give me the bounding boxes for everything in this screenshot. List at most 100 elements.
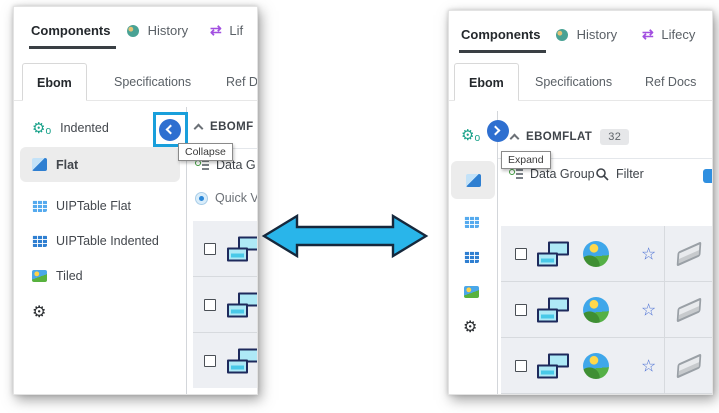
- tab-specifications[interactable]: Specifications: [114, 75, 192, 89]
- tab-ref-docs[interactable]: Ref Docs: [645, 75, 697, 89]
- tab-label: Components: [461, 27, 541, 43]
- column-divider: [664, 226, 665, 394]
- table-row[interactable]: ☆: [501, 282, 712, 338]
- part-windows-icon: [227, 292, 257, 317]
- sidebar-item-label: Indented: [60, 121, 109, 135]
- table-row[interactable]: [193, 221, 257, 277]
- grid-rows: ☆ ☆: [501, 226, 712, 394]
- tab-label: Lif: [229, 23, 244, 39]
- favorite-star-icon[interactable]: ☆: [641, 356, 657, 375]
- double-arrow: [261, 213, 429, 259]
- sidebar-item-flat[interactable]: Flat: [20, 147, 180, 182]
- history-icon: [127, 24, 139, 37]
- table-row[interactable]: ☆: [501, 338, 712, 394]
- favorite-star-icon[interactable]: ☆: [641, 300, 657, 319]
- separator: [498, 158, 712, 159]
- search-icon: [596, 168, 609, 181]
- toolbar-label: Quick V: [215, 191, 258, 205]
- row-checkbox[interactable]: [204, 354, 216, 367]
- image-icon: [464, 286, 479, 298]
- part-windows-icon: [537, 297, 569, 322]
- gears-icon: ⚙ₒ: [461, 126, 481, 144]
- annotation-highlight-box: [153, 112, 188, 147]
- grid-header: EBOMFLAT 32: [509, 129, 630, 145]
- tab-ref-docs[interactable]: Ref Do: [226, 75, 258, 89]
- table-icon: [32, 235, 47, 247]
- grid-header: EBOMF: [193, 121, 254, 134]
- eraser-icon: [676, 296, 702, 323]
- row-checkbox[interactable]: [515, 303, 527, 316]
- chevron-right-icon: [490, 125, 501, 136]
- tab-lifecycle[interactable]: ⇄ Lif: [210, 22, 243, 39]
- thumbnail-image-icon: [583, 352, 609, 379]
- tab-label: History: [576, 27, 618, 43]
- sidebar-item-label: UIPTable Flat: [56, 199, 132, 213]
- tab-history[interactable]: History: [127, 22, 188, 38]
- part-windows-icon: [537, 353, 569, 378]
- tab-baseline: [14, 100, 257, 101]
- filter-button[interactable]: Filter: [595, 167, 644, 181]
- lifecycle-icon: ⇄: [642, 26, 654, 43]
- sidebar-item-uiptable-flat[interactable]: UIPTable Flat: [28, 193, 178, 219]
- grid-title: EBOMFLAT: [526, 131, 593, 143]
- sidebar-item-uiptable-indented[interactable]: [464, 245, 490, 269]
- panel-expanded: Components History ⇄ Lif Ebom Specificat…: [13, 6, 258, 395]
- gears-icon: ⚙ₒ: [32, 119, 52, 137]
- chevron-up-icon[interactable]: [193, 123, 204, 134]
- tab-components[interactable]: Components: [29, 22, 117, 49]
- row-checkbox[interactable]: [204, 242, 216, 255]
- active-tab-underline: [459, 50, 547, 53]
- toolbar-icon-clipped[interactable]: [703, 169, 712, 183]
- lifecycle-icon: ⇄: [210, 22, 222, 39]
- sidebar-item-tiled[interactable]: Tiled: [28, 263, 178, 289]
- active-tab-underline: [29, 46, 117, 49]
- tab-specifications[interactable]: Specifications: [535, 75, 613, 89]
- table-row[interactable]: ☆: [501, 226, 712, 282]
- collapse-sidebar-button[interactable]: [159, 119, 181, 141]
- sidebar-divider: [497, 111, 498, 394]
- tab-label: Lifecy: [661, 27, 696, 43]
- data-group-button[interactable]: Data Group: [509, 167, 595, 181]
- chevron-up-icon[interactable]: [509, 133, 520, 144]
- sub-tab-bar: Ebom Specifications Ref Do: [14, 63, 257, 101]
- toolbar-label: Data G: [216, 158, 256, 172]
- quick-view-option[interactable]: Quick V: [195, 191, 258, 205]
- flat-view-icon: [32, 158, 47, 171]
- table-icon: [464, 216, 479, 228]
- toolbar-label: Filter: [616, 167, 644, 181]
- sidebar-item-indented[interactable]: ⚙ₒ Indented: [28, 115, 178, 141]
- sidebar-item-indented[interactable]: ⚙ₒ: [461, 123, 487, 147]
- tab-label: History: [147, 23, 189, 39]
- sidebar-settings-button[interactable]: ⚙: [28, 300, 68, 326]
- sidebar-item-label: Tiled: [56, 269, 83, 283]
- flat-view-icon: [465, 173, 481, 187]
- row-checkbox[interactable]: [515, 359, 527, 372]
- row-count-badge: 32: [600, 129, 630, 145]
- history-icon: [556, 28, 568, 41]
- sidebar-item-uiptable-indented[interactable]: UIPTable Indented: [28, 228, 188, 254]
- grid-rows: [193, 221, 257, 388]
- tab-lifecycle[interactable]: ⇄ Lifecy: [642, 26, 695, 43]
- sidebar-settings-button[interactable]: ⚙: [463, 316, 489, 340]
- title-tab-bar: Components History ⇄ Lif: [14, 19, 257, 53]
- sidebar-item-uiptable-flat[interactable]: [464, 210, 490, 234]
- sidebar-item-flat[interactable]: [451, 161, 495, 199]
- title-tab-bar: Components History ⇄ Lifecy: [449, 23, 712, 57]
- favorite-star-icon[interactable]: ☆: [641, 244, 657, 263]
- radio-icon: [195, 191, 208, 205]
- part-windows-icon: [227, 236, 257, 261]
- panel-collapsed: Components History ⇄ Lifecy Ebom Specifi…: [448, 10, 713, 395]
- tab-label: Components: [31, 23, 111, 39]
- tab-ebom[interactable]: Ebom: [22, 63, 87, 101]
- sidebar-item-tiled[interactable]: [464, 280, 490, 304]
- tab-components[interactable]: Components: [459, 26, 547, 53]
- tab-history[interactable]: History: [556, 26, 617, 42]
- thumbnail-image-icon: [583, 296, 609, 323]
- sidebar-divider: [186, 107, 187, 394]
- tab-ebom[interactable]: Ebom: [454, 63, 519, 101]
- row-checkbox[interactable]: [515, 247, 527, 260]
- expand-sidebar-button[interactable]: [487, 120, 509, 142]
- table-row[interactable]: [193, 277, 257, 333]
- table-row[interactable]: [193, 333, 257, 388]
- row-checkbox[interactable]: [204, 298, 216, 311]
